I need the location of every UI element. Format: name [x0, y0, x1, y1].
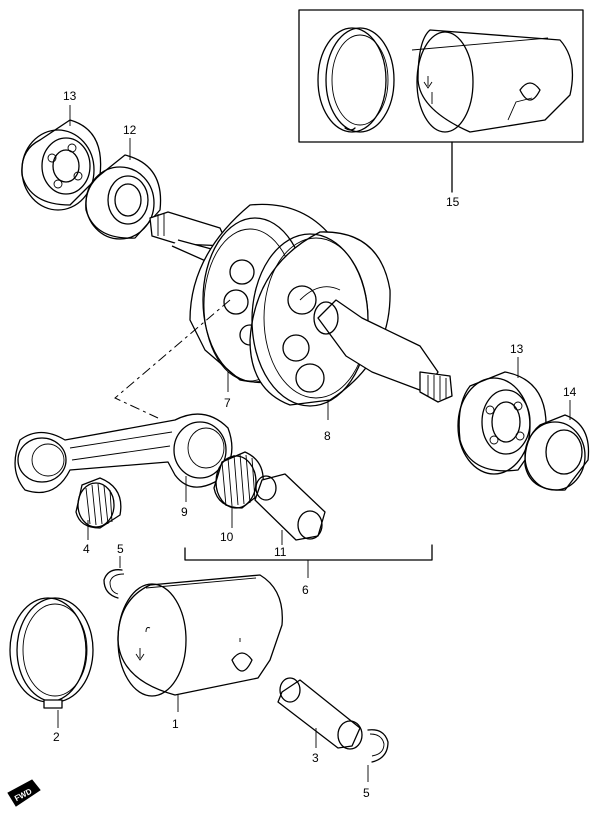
callout-2: 2	[53, 730, 60, 744]
piston-rings-2	[9, 597, 94, 728]
bearing-13-right	[457, 357, 547, 475]
callout-13-upper: 13	[63, 89, 77, 103]
connecting-rod-9	[14, 413, 233, 502]
needle-bearing-4	[75, 477, 122, 540]
callout-9: 9	[181, 505, 188, 519]
assembly-bracket-6	[184, 544, 433, 561]
callout-15: 15	[446, 195, 460, 209]
callout-14: 14	[563, 385, 577, 399]
fwd-badge: FWD	[7, 779, 41, 807]
callout-3: 3	[312, 751, 319, 765]
callout-4: 4	[83, 542, 90, 556]
circlip-5-lower	[367, 729, 389, 782]
piston-1	[117, 574, 283, 712]
callout-11: 11	[274, 545, 287, 559]
crank-pin-11	[254, 473, 326, 545]
circlip-5-upper	[103, 556, 125, 599]
inset-piston-rings	[317, 27, 395, 133]
oil-seal-14	[524, 400, 590, 491]
bearing-13-upper	[21, 105, 102, 211]
inset-piston	[411, 29, 574, 133]
callout-5-upper: 5	[117, 542, 124, 556]
piston-pin-3	[277, 677, 363, 750]
callout-7: 7	[224, 396, 231, 410]
needle-bearing-10	[213, 451, 264, 528]
callout-13-right: 13	[510, 342, 524, 356]
crankshaft-right-shaft	[313, 299, 453, 403]
piston-kit-inset	[298, 9, 584, 193]
callout-6: 6	[302, 583, 309, 597]
callout-8: 8	[324, 429, 331, 443]
callout-10: 10	[220, 530, 234, 544]
callout-1: 1	[172, 717, 179, 731]
assembly-line	[114, 299, 231, 419]
bearing-12	[85, 138, 162, 240]
callout-12: 12	[123, 123, 137, 137]
callout-5-lower: 5	[363, 786, 370, 800]
